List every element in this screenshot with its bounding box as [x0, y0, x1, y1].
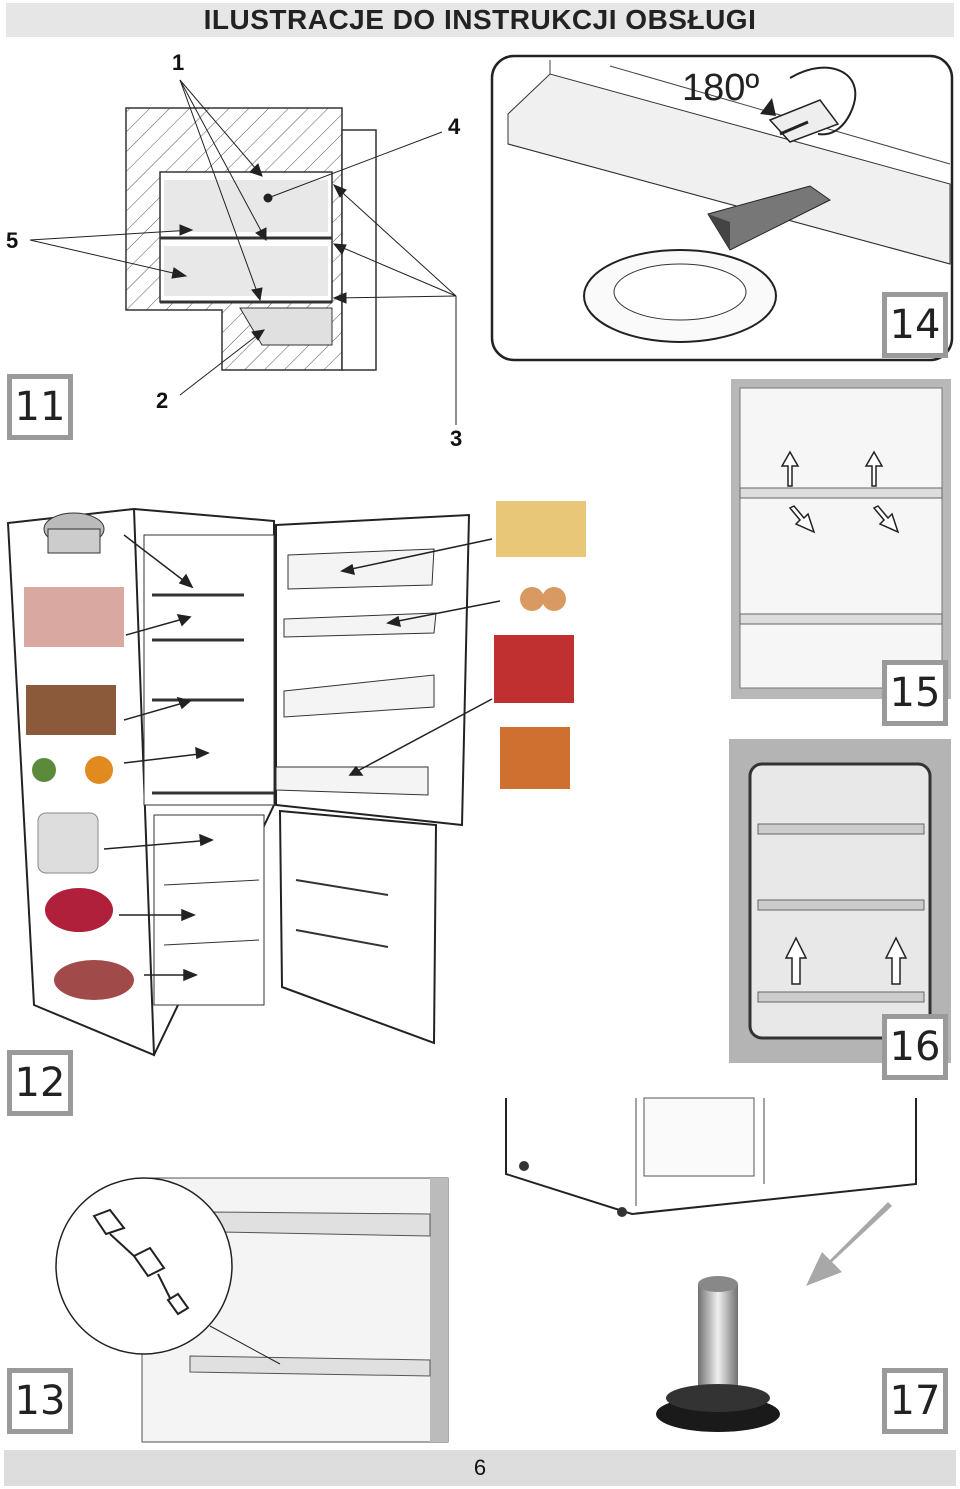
footer-bar [4, 1450, 956, 1486]
figure-15-number-box: 15 [882, 660, 948, 726]
fig11-callout-5: 5 [6, 228, 19, 253]
figure-17-number-box: 17 [882, 1368, 948, 1434]
fig11-callout-4: 4 [448, 114, 461, 139]
page-title: ILUSTRACJE DO INSTRUKCJI OBSŁUGI [203, 4, 757, 35]
fig11-callout-1: 1 [172, 50, 185, 75]
figure-14-number: 14 [889, 302, 941, 348]
fig17-leveling-foot-illustration [505, 1097, 917, 1432]
figure-11-number-box: 11 [7, 374, 73, 440]
figure-13-number-box: 13 [7, 1368, 73, 1434]
fig13-shelf-clip-illustration [55, 1177, 449, 1443]
page-number: 6 [473, 1455, 487, 1480]
fig12-fridge-storage-illustration [6, 501, 586, 1057]
fig11-cross-section-illustration [29, 79, 457, 425]
figure-17-number: 17 [889, 1378, 941, 1424]
figure-11-number: 11 [14, 384, 66, 430]
fig14-rotation-label: 180º [682, 67, 759, 109]
title-bar [6, 3, 954, 37]
figure-16-number-box: 16 [882, 1014, 948, 1080]
fig11-callout-2: 2 [156, 388, 169, 413]
figure-16-number: 16 [889, 1024, 941, 1070]
figure-12-number-box: 12 [7, 1050, 73, 1116]
fig11-callout-3: 3 [450, 426, 463, 451]
figure-15-number: 15 [889, 670, 941, 716]
figure-14-number-box: 14 [882, 292, 948, 358]
figure-12-number: 12 [14, 1060, 66, 1106]
fig16-freezer-illustration [729, 739, 951, 1063]
figure-13-number: 13 [14, 1378, 66, 1424]
fig15-shelf-removal-illustration [731, 379, 951, 699]
fig14-egg-tray-rotation-illustration: 180º [490, 54, 954, 362]
